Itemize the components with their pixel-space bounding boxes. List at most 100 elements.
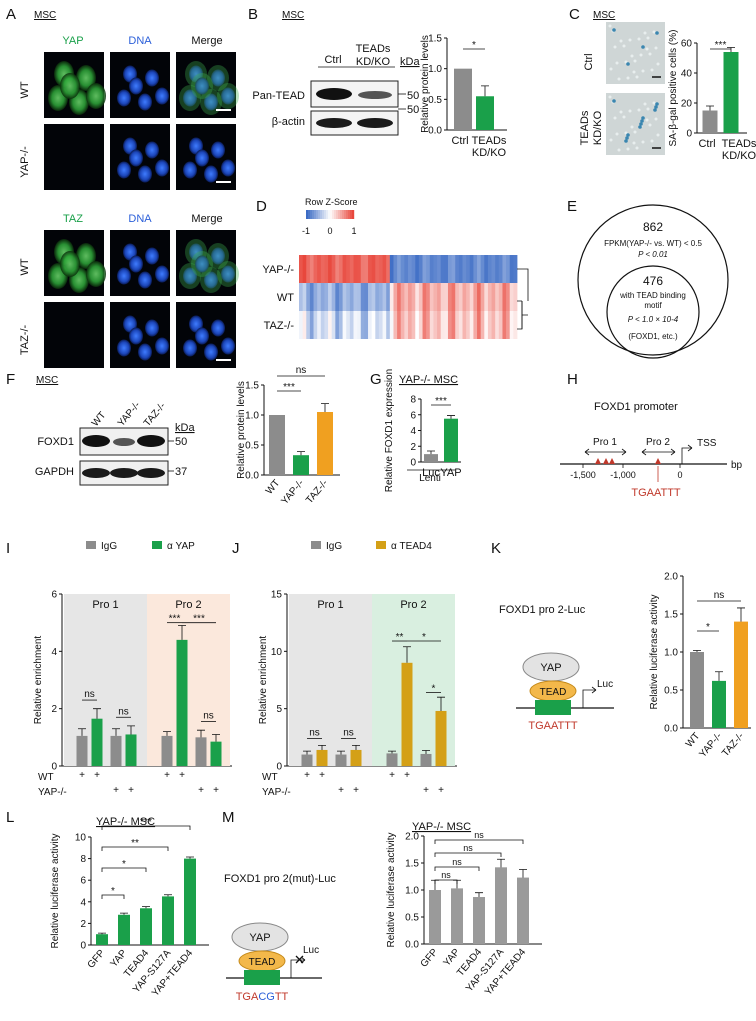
bar-M-1 <box>451 888 463 944</box>
nucleus <box>129 77 143 95</box>
heatmap-cell <box>299 283 304 311</box>
bar-M-0 <box>429 890 441 944</box>
sig-m-2-text: ns <box>463 843 473 853</box>
panel-c: C MSC Ctrl TEADs KD/KO <box>569 6 665 155</box>
heatmap-cell <box>440 311 445 339</box>
heatmap-cell <box>513 283 518 311</box>
heatmap-cell <box>302 311 307 339</box>
bar-F-1 <box>293 455 309 475</box>
heatmap-cell <box>378 255 383 283</box>
heatmap-cell <box>469 311 474 339</box>
heatmap-cell <box>513 311 518 339</box>
nucleus <box>204 343 218 361</box>
nucleus <box>138 343 152 361</box>
nucleus <box>204 165 218 183</box>
error-bar-C-1 <box>727 47 735 52</box>
heatmap-cell <box>480 255 485 283</box>
heatmap-cell <box>371 283 376 311</box>
heatmap-cell <box>429 311 434 339</box>
heatmap-cell <box>477 255 482 283</box>
heatmap-cell <box>389 283 394 311</box>
cell-label-c: MSC <box>593 10 615 21</box>
bar-I-igg-2 <box>161 735 173 766</box>
venn-outer-count: 862 <box>643 220 663 234</box>
heatmap-cell <box>335 283 340 311</box>
nucleus <box>117 161 131 179</box>
heatmap-cell <box>346 255 351 283</box>
error-bar-L-4 <box>186 856 194 859</box>
micrograph-grid <box>44 52 239 368</box>
heatmap-cell <box>440 283 445 311</box>
sig-m-3-text: ns <box>474 830 484 840</box>
cell-green <box>60 251 80 277</box>
cell-dot <box>622 115 626 119</box>
heatmap-cell <box>495 283 500 311</box>
nucleus <box>195 327 209 345</box>
pro2-arrow <box>641 448 676 456</box>
legend-cell <box>328 210 331 219</box>
heatmap-cell <box>502 255 507 283</box>
heatmap-cell <box>349 311 354 339</box>
region-bg-pro2-I <box>147 594 230 766</box>
heatmap-cell <box>411 255 416 283</box>
bar-L-1 <box>118 914 130 945</box>
heatmap-cell <box>299 311 304 339</box>
nucleus <box>129 255 143 273</box>
heatmap-row-wt: WT <box>277 292 294 304</box>
bar-J-igg-1 <box>335 754 347 766</box>
y-tick-label-C: 60 <box>681 39 693 50</box>
cell-dot <box>641 69 645 73</box>
cell-merge <box>179 85 201 111</box>
y-tick-label-M: 2.0 <box>405 832 419 843</box>
nucleus <box>211 69 225 87</box>
cell-green <box>86 261 106 287</box>
sig-J-1-text: ns <box>343 727 354 738</box>
panel-label-e: E <box>567 198 577 215</box>
heatmap-cell <box>346 283 351 311</box>
heatmap-cell <box>353 283 358 311</box>
nucleus <box>183 89 197 107</box>
cell-green <box>86 83 106 109</box>
nucleus <box>145 247 159 265</box>
error-bar-J-igg-0 <box>303 750 311 755</box>
heatmap-cell <box>317 283 322 311</box>
legend-tick-0: 0 <box>327 226 332 236</box>
region-label-pro1-J: Pro 1 <box>317 599 343 611</box>
x-tick-label-B: Ctrl <box>451 135 468 147</box>
nucleus <box>155 265 169 283</box>
heatmap-cell <box>437 283 442 311</box>
bar-I-ab-1 <box>125 734 137 766</box>
error-bar-I-igg-0 <box>78 728 86 736</box>
nucleus <box>117 339 131 357</box>
heatmap-cell <box>469 283 474 311</box>
heatmap-cell <box>408 283 413 311</box>
heatmap-cell <box>306 255 311 283</box>
sig-m-0-text: ns <box>441 870 451 880</box>
heatmap-cell <box>382 283 387 311</box>
venn-outer-p: P < 0.01 <box>638 250 668 259</box>
heatmap-cell <box>466 255 471 283</box>
cell-dot <box>643 102 647 106</box>
row-label-wt-j: WT <box>262 772 278 783</box>
sig-k-1-text: * <box>706 622 710 633</box>
legend-cell <box>344 210 347 219</box>
heatmap-cell <box>338 311 343 339</box>
nucleus <box>117 267 131 285</box>
cell-dot <box>628 109 632 113</box>
y-tick-label-M: 1.5 <box>405 859 419 870</box>
motif-part-a: TGA <box>236 991 259 1003</box>
heatmap-cell <box>342 255 347 283</box>
heatmap-cell <box>378 283 383 311</box>
cell-dot <box>617 77 621 81</box>
error-bar-G-0 <box>427 450 435 455</box>
plus-mark-I: + <box>94 770 100 781</box>
lane-label-yap-f: YAP-/- <box>116 400 143 429</box>
sig-b-text: * <box>472 40 476 51</box>
blue-cell <box>625 136 629 140</box>
error-bar-I-ab-0 <box>93 708 101 719</box>
heatmap-cell <box>477 311 482 339</box>
panel-label-h: H <box>567 371 578 388</box>
legend-label-yap-i: α YAP <box>167 541 195 552</box>
error-bar-G-1 <box>447 415 455 419</box>
heatmap-cell <box>400 311 405 339</box>
